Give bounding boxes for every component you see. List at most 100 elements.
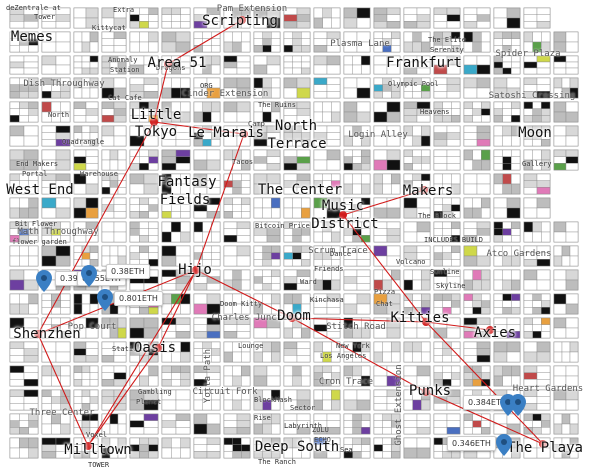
route-node[interactable]: [238, 16, 246, 24]
route-node[interactable]: [539, 440, 547, 448]
district-label-axies[interactable]: Axies: [473, 325, 517, 341]
parcel-block: [202, 31, 212, 39]
parcel-block: [241, 451, 251, 459]
route-node[interactable]: [240, 130, 248, 138]
parcel-block: [51, 91, 61, 99]
district-label-makers[interactable]: Makers: [402, 183, 454, 199]
parcel-block: [502, 375, 512, 387]
parcel-block: [352, 437, 362, 445]
parcel-block: [511, 365, 521, 377]
route-node[interactable]: [486, 326, 494, 334]
listing-price-tag[interactable]: 0.38ETH: [106, 264, 150, 279]
route-node[interactable]: [339, 211, 347, 219]
map-pin-icon[interactable]: [36, 270, 52, 292]
parcel-block: [361, 437, 371, 445]
parcel-block: [553, 365, 567, 377]
parcel-block: [28, 101, 39, 109]
parcel-block: [28, 437, 39, 449]
route-node[interactable]: [164, 60, 172, 68]
parcel-block: [9, 427, 20, 435]
parcel-block: [19, 45, 29, 53]
parcel-block: [451, 245, 461, 253]
parcel-block: [253, 252, 263, 260]
district-label-doom[interactable]: Doom: [277, 308, 311, 324]
district-label-kitties[interactable]: Kitties: [390, 310, 450, 326]
parcel-block: [129, 252, 140, 260]
district-label-north[interactable]: North: [274, 118, 318, 134]
parcel-block: [403, 115, 418, 123]
district-label-terrace[interactable]: Terrace: [267, 136, 327, 152]
parcel-block: [9, 173, 20, 181]
parcel-block: [472, 420, 482, 428]
parcel-block: [451, 183, 461, 195]
parcel-block: [565, 293, 579, 305]
parcel-block: [356, 111, 371, 123]
district-label-milltown[interactable]: Milltown: [64, 442, 132, 458]
parcel-block: [506, 341, 521, 353]
district-label-area-51[interactable]: Area 51: [147, 55, 207, 71]
parcel-block: [9, 84, 20, 92]
district-label-fantasy[interactable]: Fantasy: [157, 174, 217, 190]
route-node[interactable]: [420, 186, 428, 194]
district-label-the-playa[interactable]: The Playa: [507, 440, 583, 456]
listing-price-tag[interactable]: 0.801ETH: [114, 291, 163, 306]
parcel-block: [536, 77, 551, 85]
parcel-block: [403, 341, 413, 353]
parcel-block: [139, 235, 149, 243]
district-label-oasis[interactable]: Oasis: [133, 340, 177, 356]
route-node[interactable]: [84, 442, 92, 450]
map-pin-icon[interactable]: [496, 434, 512, 456]
parcel-block: [301, 365, 311, 377]
district-label-hijo[interactable]: Hijo: [178, 262, 212, 278]
parcel-block: [9, 379, 25, 387]
district-label-moon[interactable]: Moon: [518, 125, 552, 141]
route-node[interactable]: [34, 330, 42, 338]
parcel-block: [101, 149, 111, 161]
route-node[interactable]: [154, 344, 162, 352]
district-label-the-center[interactable]: The Center: [257, 182, 343, 198]
district-label-shenzhen[interactable]: Shenzhen: [13, 326, 81, 342]
parcel-block: [421, 163, 431, 171]
parcel-block: [373, 14, 388, 22]
parcel-block: [193, 211, 208, 219]
route-node[interactable]: [422, 388, 430, 396]
parcel-block: [553, 163, 567, 171]
district-label-fields[interactable]: Fields: [159, 192, 211, 208]
parcel-block: [373, 159, 388, 171]
parcel-block: [386, 14, 401, 22]
route-node[interactable]: [288, 314, 296, 322]
district-label-punks[interactable]: Punks: [408, 383, 452, 399]
parcel-block: [523, 77, 538, 85]
parcel-label: Lounge: [238, 342, 264, 350]
district-label-le-marais[interactable]: Le Marais: [188, 125, 264, 141]
parcel-block: [326, 139, 341, 147]
parcel-block: [143, 399, 159, 411]
district-label-little[interactable]: Little: [130, 107, 182, 123]
map-pin-icon[interactable]: [97, 289, 113, 311]
map-pin-icon[interactable]: [81, 265, 97, 287]
parcel-block: [472, 300, 482, 308]
district-label-west-end[interactable]: West End: [6, 182, 74, 198]
district-label-scripting[interactable]: Scripting: [202, 13, 278, 29]
district-label-memes[interactable]: Memes: [10, 29, 54, 45]
parcel-label: ZULU: [312, 426, 329, 434]
route-node[interactable]: [192, 266, 200, 274]
district-label-deep-south[interactable]: Deep South: [254, 439, 340, 455]
parcel-block: [51, 423, 61, 435]
parcel-block: [442, 252, 452, 260]
route-node[interactable]: [150, 118, 158, 126]
parcel-block: [421, 41, 431, 53]
parcel-label: Skyline: [436, 282, 466, 290]
district-label-frankfurt[interactable]: Frankfurt: [386, 55, 462, 71]
district-label-tokyo[interactable]: Tokyo: [134, 124, 178, 140]
district-label-music[interactable]: Music: [321, 198, 365, 214]
parcel-block: [262, 269, 272, 277]
parcel-block: [326, 31, 341, 39]
parcel-block: [148, 235, 159, 243]
map-pin-icon[interactable]: [510, 394, 526, 416]
parcel-block: [301, 197, 311, 209]
route-node[interactable]: [422, 318, 430, 326]
listing-price-tag[interactable]: 0.346ETH: [447, 436, 496, 451]
district-label-district[interactable]: District: [311, 216, 379, 232]
